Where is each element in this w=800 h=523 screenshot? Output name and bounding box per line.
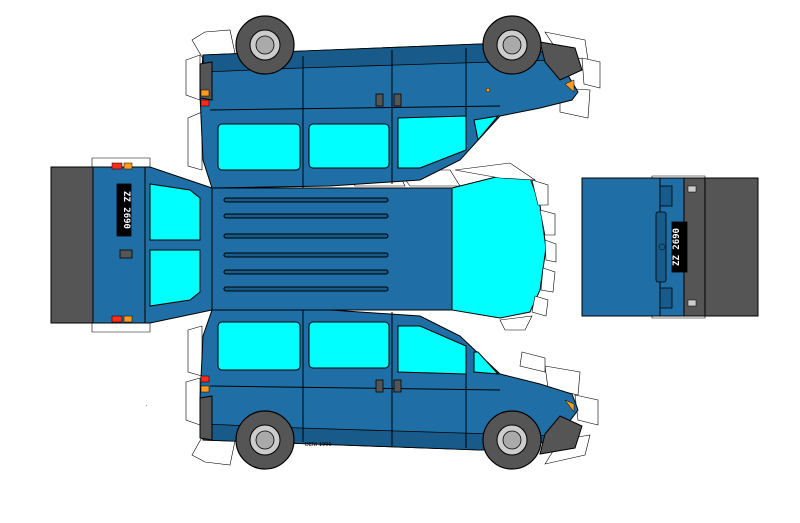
side-panel-bottom: DENI 1999 [185, 309, 599, 470]
front-door-window [397, 115, 467, 169]
rear-light [123, 315, 133, 323]
tail-light [200, 385, 210, 393]
rear-window [149, 183, 201, 241]
glue-tab [531, 179, 549, 206]
glue-tab [519, 351, 546, 373]
door-handle [375, 379, 384, 393]
rear-light [111, 315, 123, 323]
glue-tab [540, 267, 556, 293]
belt-line [209, 105, 501, 111]
tail-light [200, 89, 210, 97]
rear-light [111, 162, 123, 170]
glue-tab [185, 54, 201, 101]
credit-text: DENI 1999 [305, 442, 332, 448]
wheel-rear-bottom [235, 410, 295, 470]
roof-rib [223, 213, 389, 219]
side-panel-top [185, 15, 601, 189]
fog-light [687, 185, 697, 193]
rear-window [149, 249, 201, 307]
roof [211, 187, 453, 311]
headlight [659, 185, 673, 207]
quarter-window [473, 115, 500, 142]
tail-light [200, 375, 210, 383]
rear-bumper-bottom [199, 395, 213, 441]
window [308, 123, 390, 169]
glue-tab [544, 365, 581, 396]
stray-dot [146, 405, 147, 406]
roof-section [211, 162, 557, 331]
indicator [564, 399, 575, 413]
headlight [659, 287, 673, 309]
front-bumper [704, 177, 759, 317]
indicator [564, 79, 575, 93]
front-bumper-top [539, 41, 583, 81]
front-license-plate [671, 221, 688, 273]
glue-tab [499, 315, 533, 331]
glue-tab [539, 209, 556, 236]
wheel-rear-top [235, 15, 295, 75]
tail-light [200, 99, 210, 107]
front-panel: ZZ 2690 [581, 175, 759, 319]
glue-tab [581, 57, 601, 89]
roof-rib [223, 269, 389, 275]
bonnet [581, 177, 661, 317]
glue-tab [185, 377, 201, 426]
roof-rib [223, 286, 389, 292]
glue-tab [544, 239, 557, 263]
roof-rib [223, 252, 389, 258]
rear-plate-text: ZZ 2690 [121, 191, 131, 229]
fuel-cap [485, 87, 491, 93]
windshield [451, 175, 547, 319]
window [217, 123, 301, 171]
belt-line [209, 385, 501, 391]
glue-tab [454, 162, 537, 181]
wheel-front-top [482, 15, 542, 75]
front-door-window [397, 325, 467, 375]
roof-rib [223, 197, 389, 203]
roof-rib [223, 233, 389, 239]
front-bumper-bottom [539, 415, 583, 455]
glue-tab [187, 111, 203, 171]
wheel-front-bottom [482, 410, 542, 470]
glue-tab [187, 325, 203, 377]
door-handle [393, 93, 402, 107]
door-handle [375, 93, 384, 107]
rear-license-plate [116, 183, 132, 237]
quarter-window [473, 351, 500, 375]
rear-bumper [50, 166, 94, 324]
rear-panel: ZZ 2690 [50, 157, 213, 333]
fog-light [687, 299, 697, 307]
rear-handle [119, 249, 133, 259]
rear-light [123, 162, 133, 170]
window [217, 321, 301, 371]
window [308, 321, 390, 369]
front-plate-text: ZZ 2690 [672, 228, 682, 266]
door-handle [393, 379, 402, 393]
brand-logo [658, 243, 666, 251]
glue-tab [531, 295, 549, 317]
